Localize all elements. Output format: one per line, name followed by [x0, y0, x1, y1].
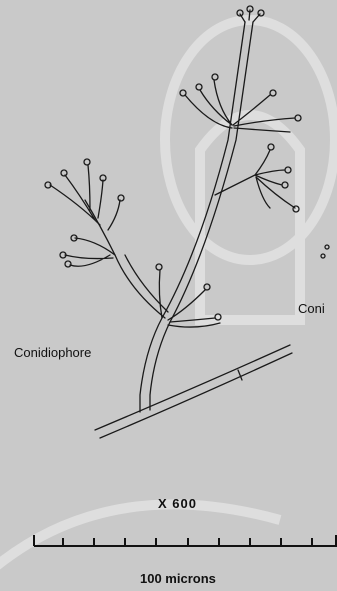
- scale-bar: [34, 535, 337, 546]
- hypha-septum: [238, 370, 242, 380]
- host-hypha-lower: [100, 353, 292, 438]
- magnification-label: X 600: [158, 496, 197, 511]
- lower-branch: [159, 270, 220, 327]
- main-stalk-left: [140, 22, 245, 412]
- host-hypha: [95, 345, 290, 430]
- right-branch: [215, 150, 295, 208]
- conidiophore-label: Conidiophore: [14, 345, 91, 360]
- left-whorl: [50, 165, 120, 266]
- conidia-label: Coni: [298, 301, 325, 316]
- scale-bar-label: 100 microns: [140, 571, 216, 586]
